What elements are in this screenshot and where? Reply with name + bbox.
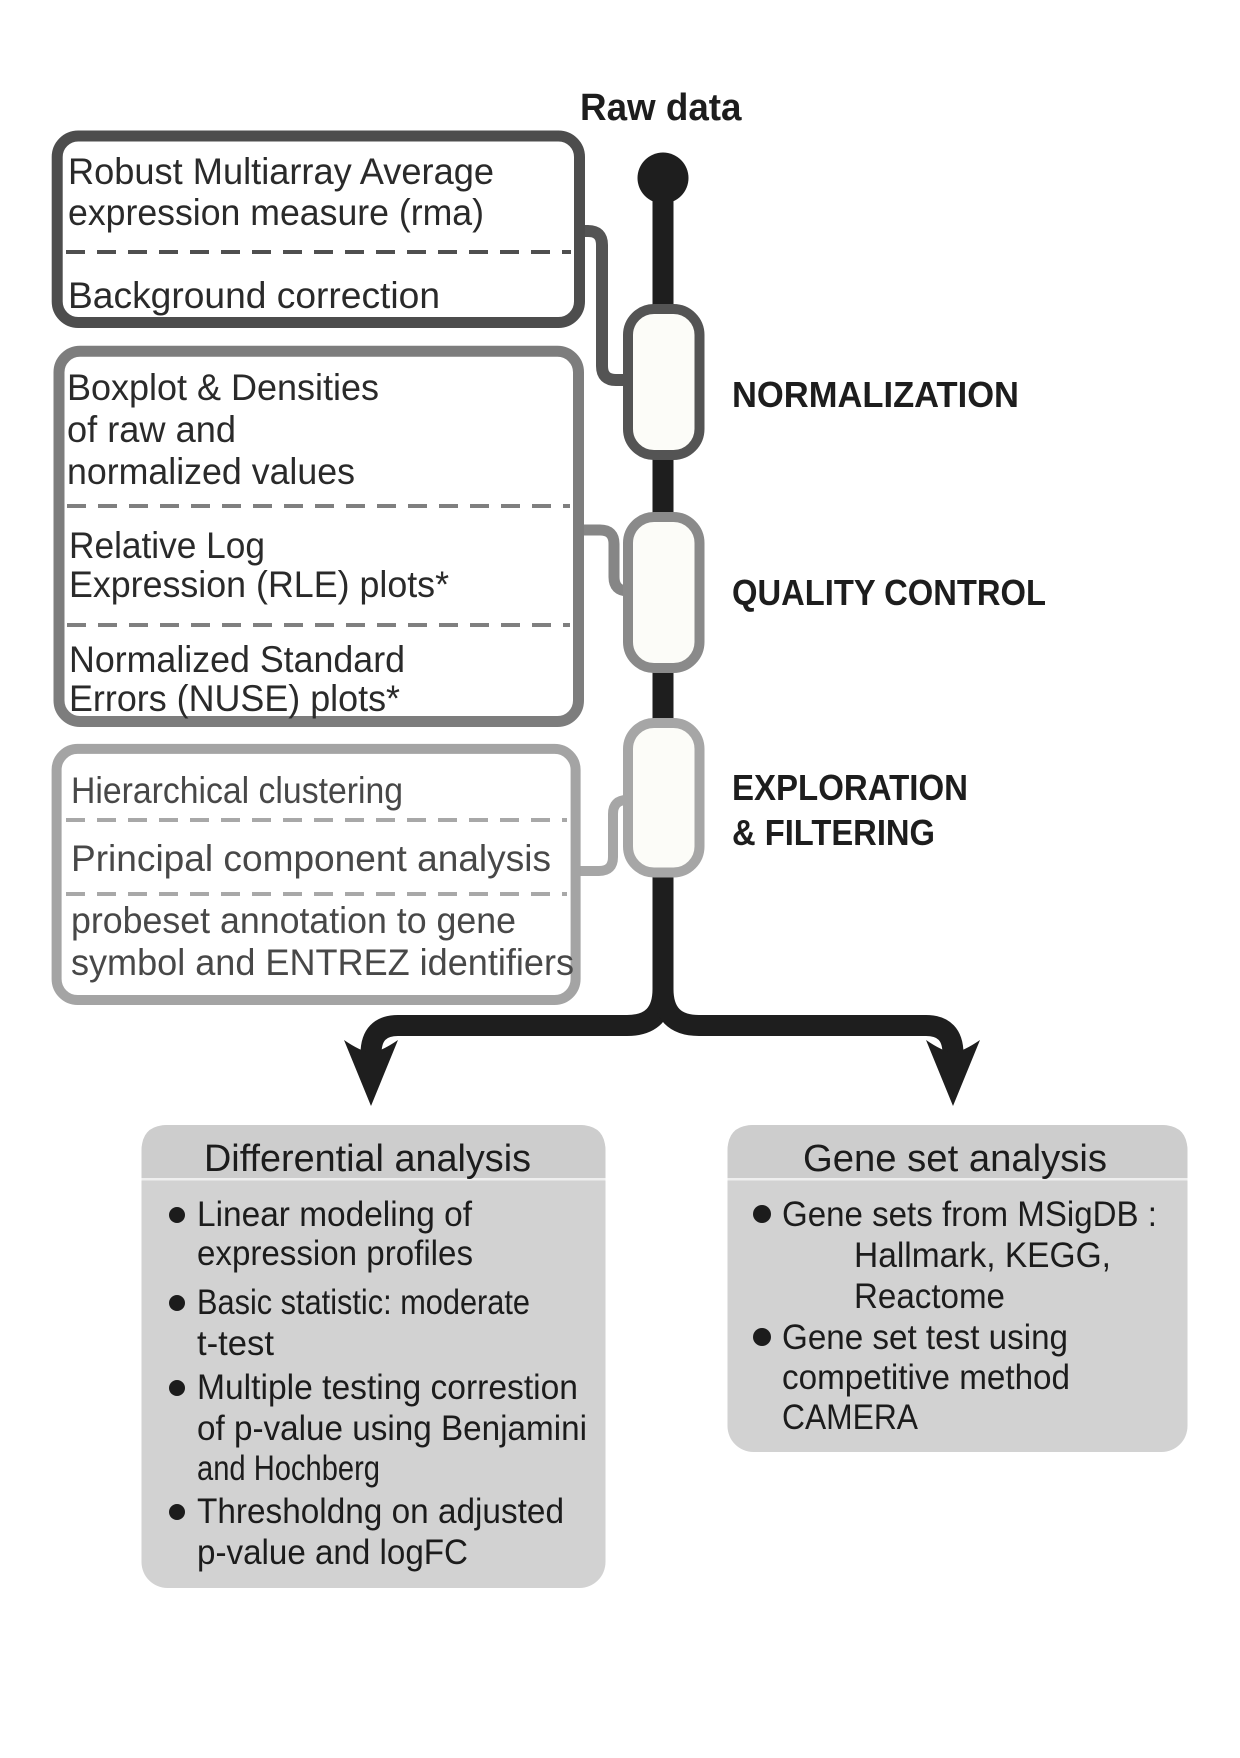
svg-text:Expression (RLE) plots*: Expression (RLE) plots* [69,564,449,605]
svg-text:of raw and: of raw and [67,409,236,450]
svg-text:expression measure (rma): expression measure (rma) [68,192,484,233]
svg-text:Linear modeling of: Linear modeling of [197,1195,472,1234]
svg-text:Gene set analysis: Gene set analysis [803,1138,1107,1180]
svg-text:symbol and ENTREZ identifiers: symbol and ENTREZ identifiers [71,942,574,983]
svg-text:Normalized Standard: Normalized Standard [69,639,405,680]
svg-text:t-test: t-test [197,1324,274,1363]
svg-text:CAMERA: CAMERA [782,1398,919,1437]
svg-text:Differential analysis: Differential analysis [204,1138,531,1180]
svg-text:NORMALIZATION: NORMALIZATION [732,374,1019,415]
svg-text:Hierarchical clustering: Hierarchical clustering [71,770,403,811]
svg-text:Thresholdng on adjusted: Thresholdng on adjusted [197,1492,564,1531]
svg-text:normalized values: normalized values [67,451,355,492]
svg-text:competitive method: competitive method [782,1358,1070,1397]
svg-text:and Hochberg: and Hochberg [197,1449,380,1488]
svg-text:Gene sets from MSigDB :: Gene sets from MSigDB : [782,1195,1157,1234]
svg-text:Robust Multiarray Average: Robust Multiarray Average [68,151,494,192]
svg-text:Hallmark, KEGG,: Hallmark, KEGG, [854,1236,1111,1275]
svg-text:Background correction: Background correction [68,275,440,316]
svg-text:probeset annotation to gene: probeset annotation to gene [71,900,516,941]
svg-text:Gene set test using: Gene set test using [782,1318,1068,1357]
svg-text:Raw data: Raw data [580,87,742,129]
svg-text:& FILTERING: & FILTERING [732,812,935,853]
svg-text:Boxplot & Densities: Boxplot & Densities [67,367,379,408]
svg-text:Relative Log: Relative Log [69,525,265,566]
svg-text:p-value and logFC: p-value and logFC [197,1533,468,1572]
svg-text:of p-value using Benjamini: of p-value using Benjamini [197,1409,587,1448]
svg-text:Reactome: Reactome [854,1277,1005,1316]
svg-text:Basic statistic: moderate: Basic statistic: moderate [197,1283,530,1322]
svg-text:expression profiles: expression profiles [197,1234,473,1273]
svg-text:Principal component analysis: Principal component analysis [71,838,551,879]
svg-text:EXPLORATION: EXPLORATION [732,767,968,808]
svg-text:Multiple testing correstion: Multiple testing correstion [197,1368,578,1407]
svg-text:Errors (NUSE) plots*: Errors (NUSE) plots* [69,678,400,719]
svg-text:QUALITY CONTROL: QUALITY CONTROL [732,572,1046,613]
